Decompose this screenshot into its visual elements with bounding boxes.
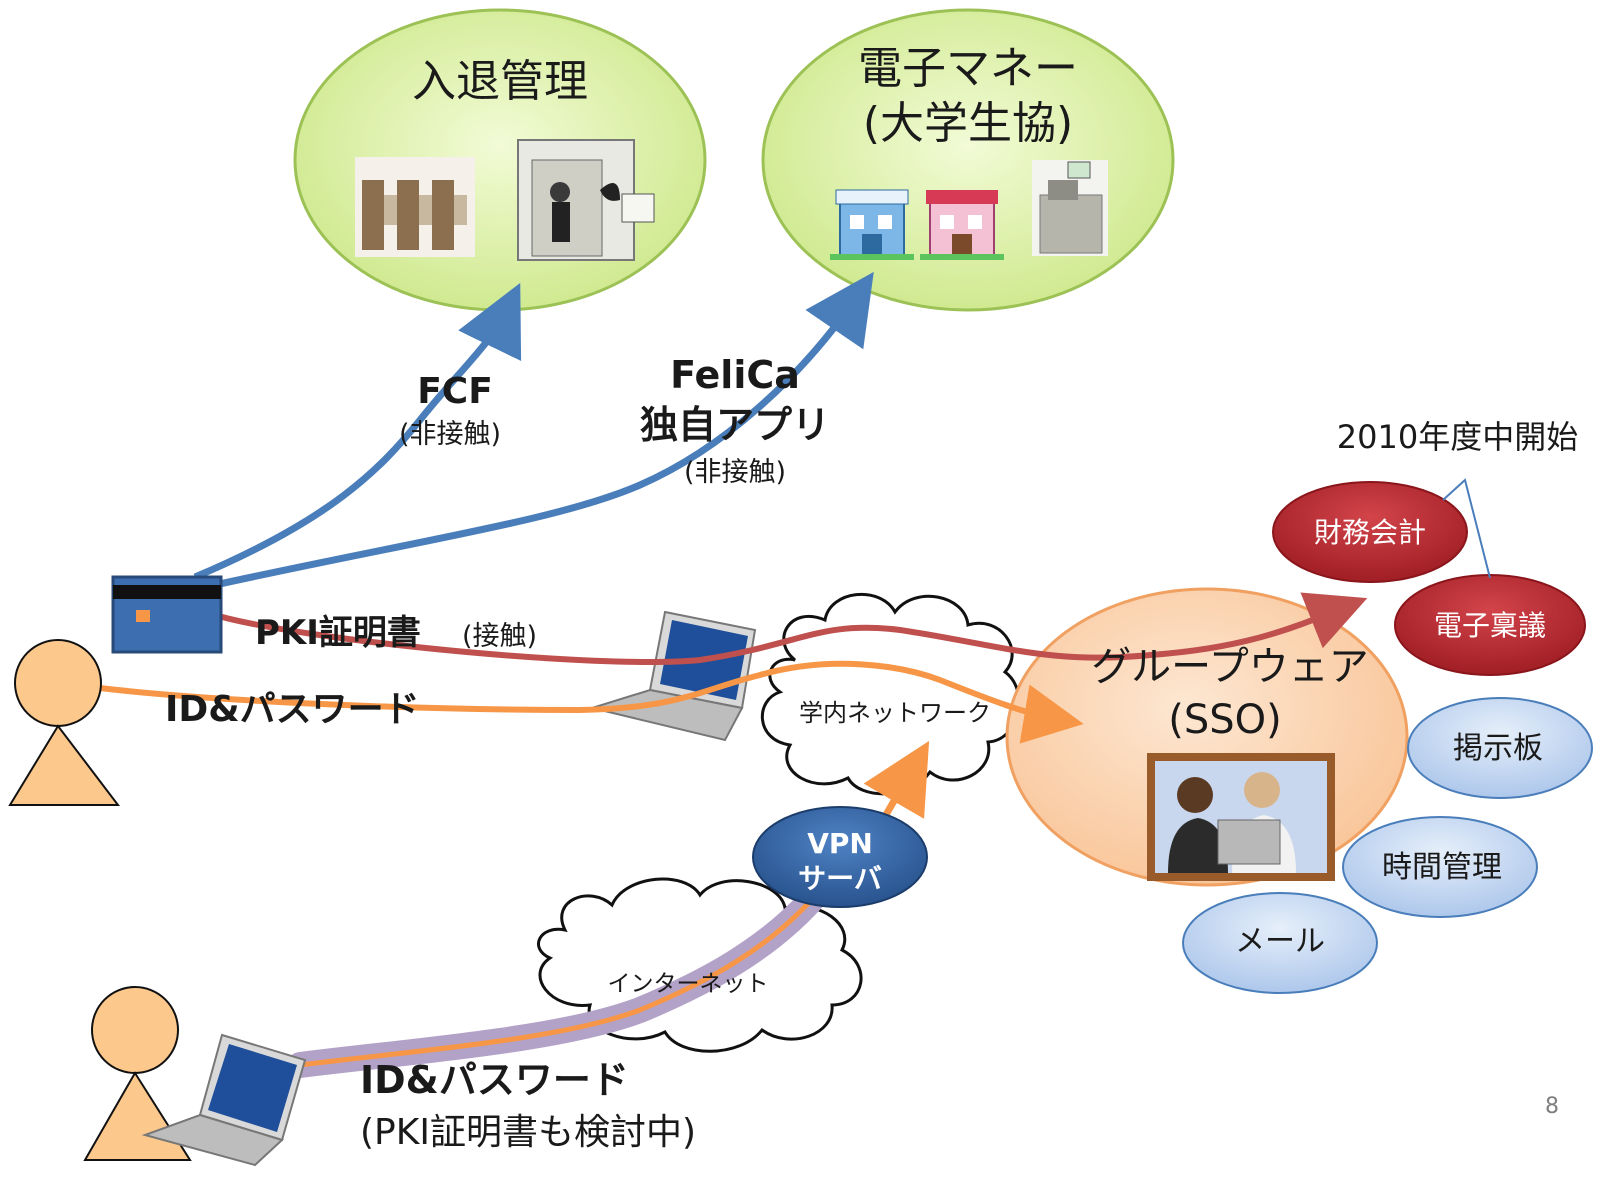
pki-arrow [214,592,1368,665]
fcf-arrow [193,282,522,581]
electronic-money-subtitle: (大学生協) [862,98,1074,149]
mail-label: メール [1235,924,1325,959]
shop-blue-image [830,189,914,260]
page-number: 8 [1545,1094,1559,1119]
electronic-money-title: 電子マネー [858,43,1078,94]
entry-management-title: 入退管理 [412,56,588,107]
ic-card-image [111,575,223,654]
pki-label: PKI証明書 [255,613,421,653]
schedule-callout: 2010年度中開始 [1336,418,1579,456]
idpw-remote-sublabel: (PKI証明書も検討中) [360,1112,697,1153]
gate-image [355,157,475,257]
time-management-ellipse [1342,816,1538,918]
idpw-remote-label: ID&パスワード [360,1058,629,1102]
laptop-image [588,610,757,742]
finance-label: 財務会計 [1313,516,1426,549]
bulletin-label: 掲示板 [1453,731,1543,766]
shop-pink-image [920,190,1004,260]
idpw-local-label: ID&パスワード [165,689,420,730]
campus-network-cloud [760,592,1021,796]
bulletin-ellipse [1407,697,1593,799]
idpw-local-arrow [99,660,1084,744]
groupware-photo [1147,753,1335,881]
idpw-remote-arrow [299,888,822,1068]
finance-ellipse [1272,481,1468,583]
felica-sublabel: (非接触) [683,457,787,488]
felica-app-label: 独自アプリ [639,403,830,447]
fcf-sublabel: (非接触) [398,419,502,450]
vpn-server-ellipse [752,806,928,908]
groupware-title: グループウェア [1091,644,1369,690]
door-scanner-image [517,139,655,261]
groupware-subtitle: (SSO) [1168,697,1282,743]
felica-label: FeliCa [670,353,800,397]
register-image [1032,160,1108,256]
campus-network-label: 学内ネットワーク [799,699,991,727]
remote-laptop-image [141,1033,307,1167]
approval-label: 電子稟議 [1433,609,1546,642]
vpn-server-label: サーバ [798,862,882,895]
mail-ellipse [1182,892,1378,994]
felica-arrow [214,271,874,589]
callout-lines [1442,478,1491,579]
time-management-label: 時間管理 [1382,850,1502,885]
internet-label: インターネット [607,971,769,997]
vpn-label: VPN [807,827,873,860]
fcf-label: FCF [417,371,493,412]
pki-sublabel: (接触) [462,621,538,652]
local-user-icon [8,639,121,806]
